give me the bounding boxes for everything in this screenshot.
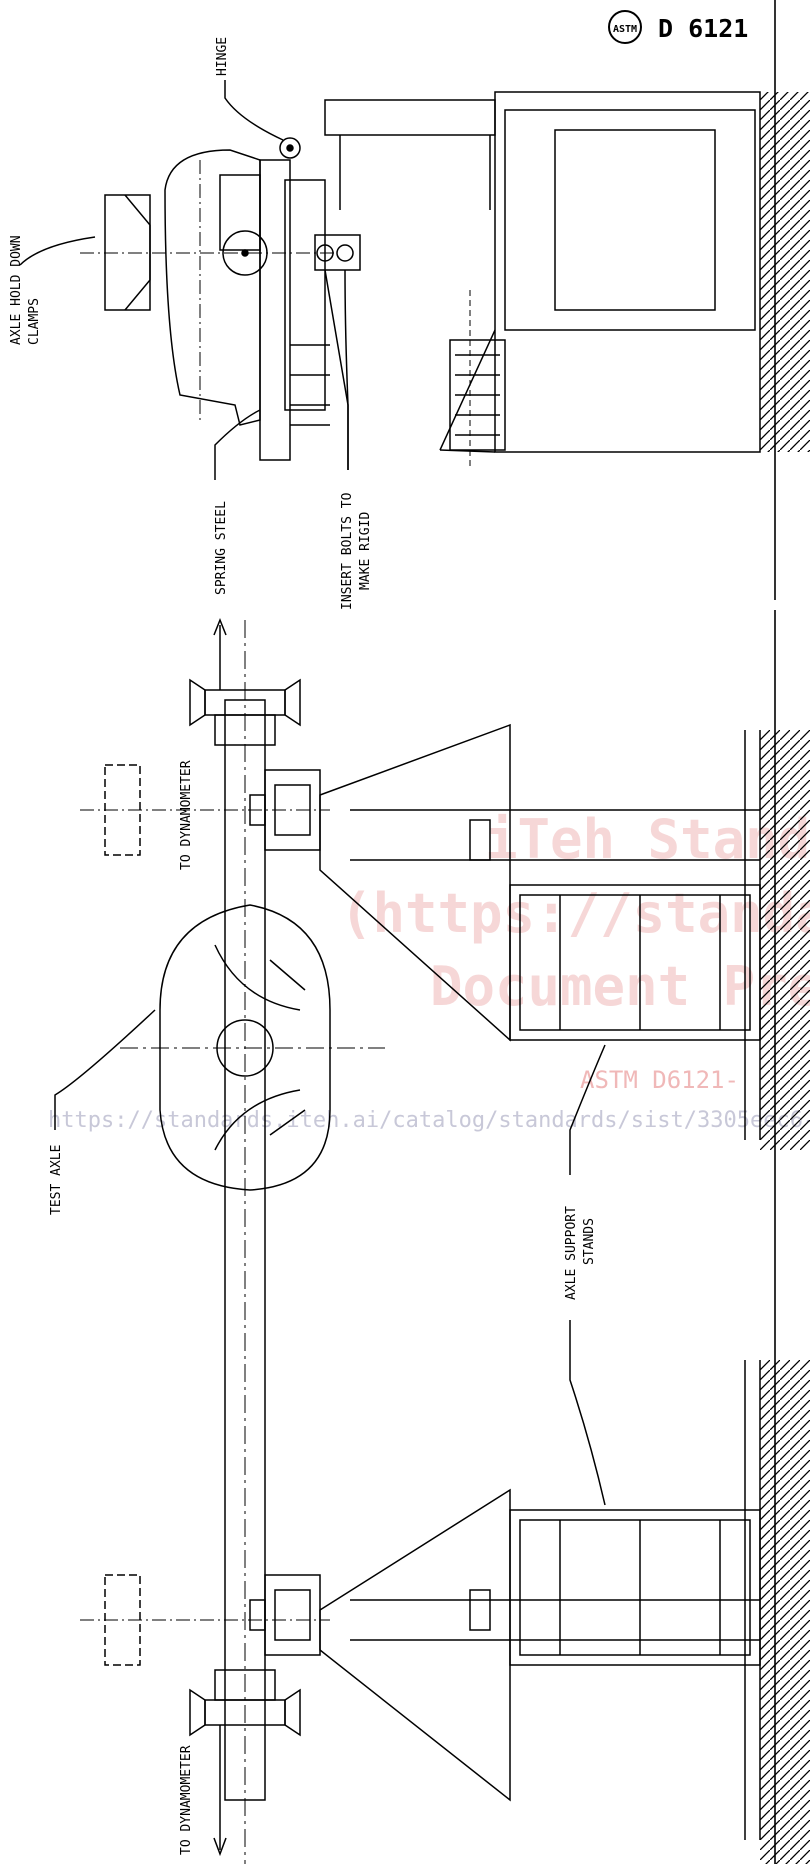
watermark-line-5: https://standards.iteh.ai/catalog/standa… — [48, 1108, 810, 1133]
axle-support-stands-label-2: STANDS — [582, 1218, 597, 1265]
spring-steel-label: SPRING STEEL — [214, 501, 229, 595]
watermark: iTeh Standards (https://standards.iteh.a… — [340, 808, 810, 1018]
astm-logo: ASTM — [608, 10, 642, 44]
stand-frame-side — [494, 91, 761, 453]
insert-bolts-label-2: MAKE RIGID — [358, 512, 373, 590]
hinge-arm — [324, 99, 496, 136]
watermark-line-4: ASTM D6121- — [580, 1066, 739, 1094]
leaders-bottom — [54, 1009, 606, 1506]
side-elevation — [80, 91, 761, 470]
watermark-line-3: Document Preview — [430, 955, 810, 1018]
axle-hold-down-clamps-label-1: AXLE HOLD DOWN — [9, 235, 24, 345]
to-dynamometer-bottom-label: TO DYNAMOMETER — [179, 1745, 194, 1855]
labels-bottom: TO DYNAMOMETER TO DYNAMOMETER TEST AXLE … — [49, 760, 597, 1855]
document-number: D 6121 — [658, 14, 748, 43]
differential-housing — [159, 904, 331, 1191]
ground-hatching — [760, 92, 810, 1864]
axle-support-stand-top — [319, 723, 761, 1140]
to-dynamometer-top-label: TO DYNAMOMETER — [179, 760, 194, 870]
axle-support-stands-label-1: AXLE SUPPORT — [564, 1206, 579, 1300]
hinge-pin — [279, 137, 301, 159]
axle-hold-down-clamps-label-2: CLAMPS — [27, 298, 42, 345]
axle-rig — [80, 617, 761, 1864]
test-axle-label: TEST AXLE — [49, 1145, 64, 1215]
leaders-top — [19, 80, 349, 480]
astm-logo-text: ASTM — [613, 24, 637, 35]
axle-support-stand-bottom — [319, 1360, 761, 1840]
watermark-small: ASTM D6121- https://standards.iteh.ai/ca… — [48, 1066, 810, 1133]
insert-bolts-label-1: INSERT BOLTS TO — [340, 492, 355, 610]
mount-block-bottom — [264, 1574, 321, 1656]
labels-top: HINGE AXLE HOLD DOWN CLAMPS SPRING STEEL… — [9, 37, 373, 610]
hinge-label: HINGE — [215, 37, 230, 76]
watermark-line-2: (https://standards.iteh.ai) — [340, 882, 810, 945]
